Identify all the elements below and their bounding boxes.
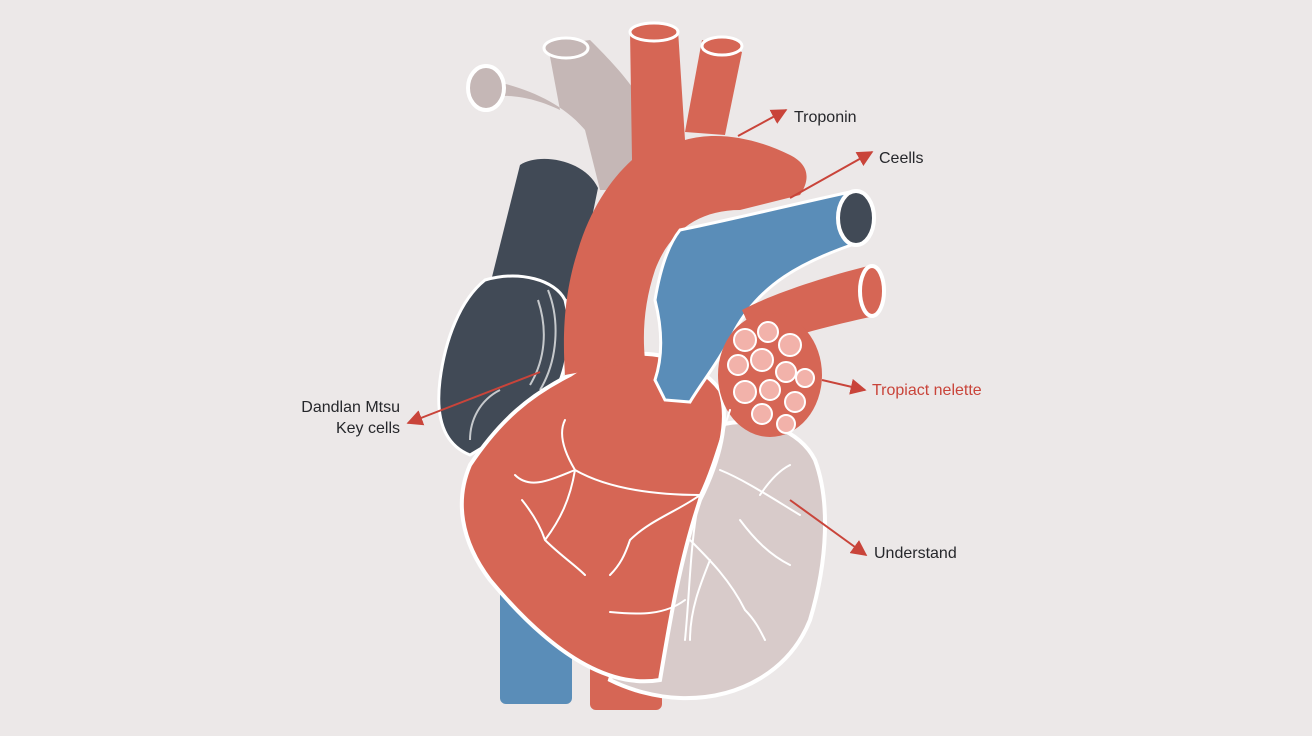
left-atrium-slate <box>490 158 598 300</box>
arrow-dandlan <box>406 371 541 426</box>
coronary-vessels <box>514 409 801 641</box>
label-dandlan-line1: Dandlan Mtsu <box>301 399 400 416</box>
aorta-opening-right <box>700 35 744 57</box>
label-tropiact: Tropiact nelette <box>872 382 982 399</box>
arrow-tropiact <box>821 378 867 395</box>
pulmonary-opening <box>836 189 876 247</box>
gray-vessel-opening-top <box>542 36 590 60</box>
arrow-cells <box>789 151 874 199</box>
pulmonary-vein-opening <box>858 264 886 318</box>
aorta-opening-left <box>628 21 680 43</box>
superior-vessel-gray <box>478 40 650 190</box>
slate-inner-lines <box>469 289 557 441</box>
label-troponin: Troponin <box>794 109 857 126</box>
aorta-branch-right <box>685 40 742 135</box>
gray-vessel-opening-left <box>466 64 506 112</box>
label-dandlan-line2: Key cells <box>336 420 400 437</box>
tissue-cluster <box>718 313 822 437</box>
arrow-understand <box>789 499 868 556</box>
label-cells: Ceells <box>879 150 923 167</box>
aorta-arch-red <box>563 30 807 375</box>
arrow-troponin <box>737 109 788 137</box>
label-understand: Understand <box>874 545 957 562</box>
